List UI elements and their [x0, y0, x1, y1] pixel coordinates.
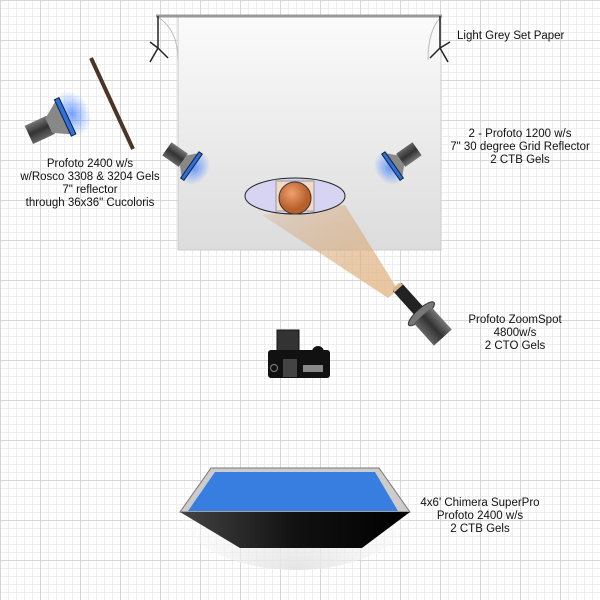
hair-light-left-icon	[162, 142, 211, 186]
zoomspot-beam	[262, 205, 398, 298]
stand-left-icon	[149, 16, 169, 63]
cucoloris	[89, 57, 135, 150]
subject	[244, 177, 346, 215]
softbox-icon	[179, 450, 411, 570]
camera-icon	[268, 329, 330, 378]
stand-right-icon	[429, 16, 451, 63]
left-light-icon	[24, 90, 92, 144]
hair-light-right-icon	[373, 142, 422, 186]
zoomspot-icon	[392, 282, 452, 346]
label-set-paper: Light Grey Set Paper	[457, 30, 565, 42]
